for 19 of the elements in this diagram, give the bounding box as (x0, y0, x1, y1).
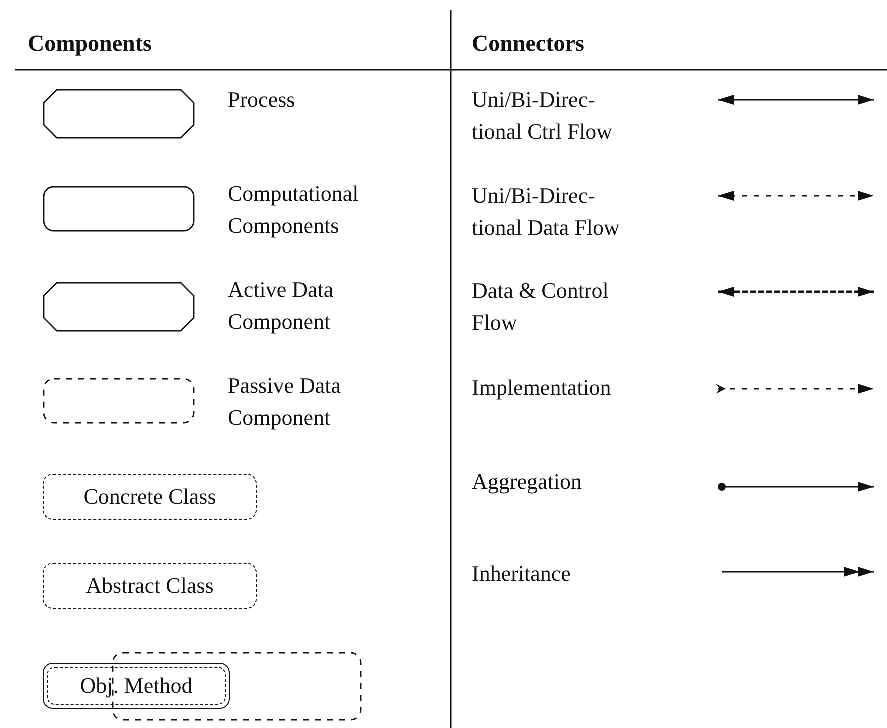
node-caption: Passive Data Component (228, 372, 342, 432)
node-caption: Active Data Component (228, 276, 335, 336)
node-caption: Computational Components (228, 180, 360, 240)
class-box: Abstract Class (43, 563, 257, 609)
method-box: Obj. Method (43, 663, 230, 709)
legend-label: Uni/Bi-Direc- tional Ctrl Flow (472, 86, 614, 146)
legend-label: Aggregation (472, 468, 583, 496)
column-heading: Components (28, 30, 152, 58)
legend-label: Data & Control Flow (472, 277, 610, 337)
node-caption: Process (228, 86, 296, 114)
legend-label: Uni/Bi-Direc- tional Data Flow (472, 182, 621, 242)
column-heading: Connectors (472, 30, 584, 58)
class-box: Concrete Class (43, 474, 257, 520)
octagon-shape (43, 89, 195, 139)
legend-label: Inheritance (472, 560, 572, 588)
rounded-box (43, 186, 195, 232)
octagon-shape (43, 282, 195, 332)
legend-label: Implementation (472, 374, 612, 402)
dashed-rounded-box (43, 378, 195, 424)
